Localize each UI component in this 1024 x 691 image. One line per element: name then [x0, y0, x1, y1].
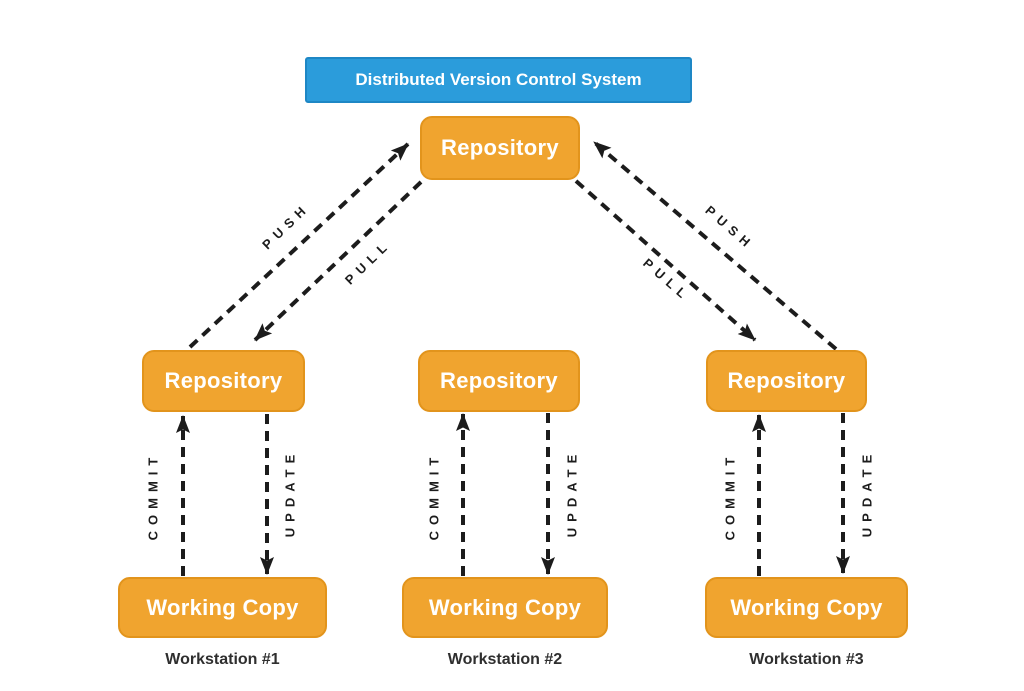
- repository-box-3: Repository: [706, 350, 867, 412]
- commit-label-1: COMMIT: [145, 451, 161, 541]
- commit-label-3: COMMIT: [722, 451, 738, 541]
- repository-box-1: Repository: [142, 350, 305, 412]
- working-copy-box-1: Working Copy: [118, 577, 327, 638]
- update-label-1: UPDATE: [282, 448, 298, 538]
- pull-arrow-left: [253, 180, 423, 342]
- pull-arrow-right: [574, 179, 757, 342]
- repository-box-2: Repository: [418, 350, 580, 412]
- workstation-label-2: Workstation #2: [447, 651, 563, 668]
- workstation-label-1: Workstation #1: [165, 651, 280, 668]
- central-repository-box: Repository: [420, 116, 580, 180]
- update-label-2: UPDATE: [564, 448, 580, 538]
- update-label-3: UPDATE: [859, 448, 875, 538]
- dvcs-title: Distributed Version Control System: [305, 57, 692, 103]
- commit-label-2: COMMIT: [426, 451, 442, 541]
- working-copy-box-2: Working Copy: [402, 577, 608, 638]
- push-arrow-right: [592, 140, 838, 351]
- working-copy-box-3: Working Copy: [705, 577, 908, 638]
- workstation-label-3: Workstation #3: [749, 651, 864, 668]
